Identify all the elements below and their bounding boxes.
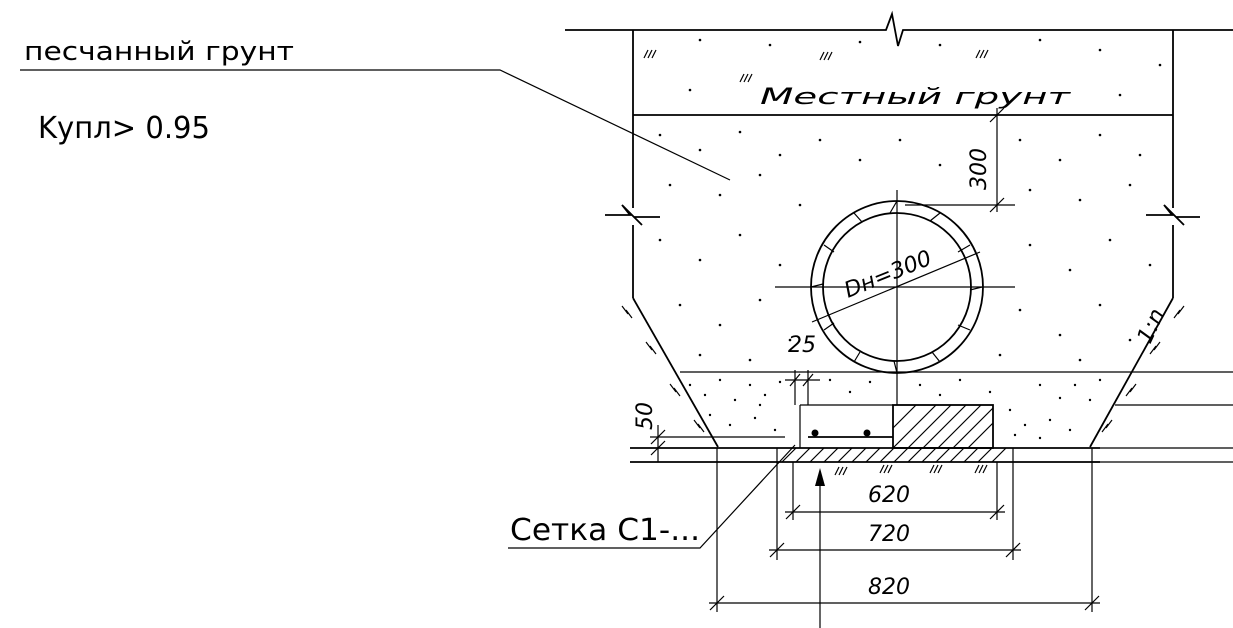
- mesh-label: Сетка С1-...: [510, 513, 700, 548]
- bedding-label: 50: [633, 402, 658, 430]
- axis-arrow-head: [815, 468, 825, 486]
- cover-tick-bottom: [989, 197, 1005, 213]
- mesh-rebar-left: [811, 429, 819, 437]
- tick-820-r: [1084, 595, 1100, 611]
- width-620-label: 620: [868, 483, 910, 508]
- sand-fill-dots: [658, 38, 1162, 362]
- width-820-label: 820: [868, 575, 910, 600]
- gap-label: 25: [788, 333, 816, 358]
- wall-break-left: [605, 204, 660, 226]
- concrete-support-block: [892, 404, 994, 449]
- mesh-leader-line: [508, 444, 796, 549]
- tick-620-r: [989, 504, 1005, 520]
- mesh-rebar-right: [863, 429, 871, 437]
- base-slab-hatch: [781, 447, 1007, 463]
- slope-hatches: [621, 305, 1185, 433]
- ground-surface-line: [565, 10, 1233, 47]
- slope-left: [632, 297, 719, 448]
- wall-break-right: [1146, 204, 1200, 226]
- cover-depth-label: 300: [967, 148, 992, 190]
- tick-820-l: [709, 595, 725, 611]
- bedding-tick-bottom: [650, 440, 666, 456]
- bedding-dense-dots: [688, 378, 1102, 440]
- bedding-tick-top: [650, 429, 666, 445]
- local-soil-label: Местный грунт: [760, 85, 1072, 110]
- gap-tick-r: [802, 373, 814, 387]
- tick-720-r: [1005, 542, 1021, 558]
- sand-leader-line: [20, 69, 731, 181]
- tick-720-l: [769, 542, 785, 558]
- tick-620-l: [785, 504, 801, 520]
- diameter-line: [811, 251, 981, 323]
- pipe-diameter-label: Dн=300: [841, 246, 935, 304]
- concrete-block-hatch: [892, 404, 994, 449]
- gap-tick-l: [789, 373, 801, 387]
- soil-hatches: [643, 49, 989, 476]
- cover-tick-top: [989, 107, 1005, 123]
- width-720-label: 720: [868, 522, 910, 547]
- compaction-label: Kупл> 0.95: [38, 111, 210, 146]
- sand-soil-label: песчанный грунт: [24, 37, 294, 67]
